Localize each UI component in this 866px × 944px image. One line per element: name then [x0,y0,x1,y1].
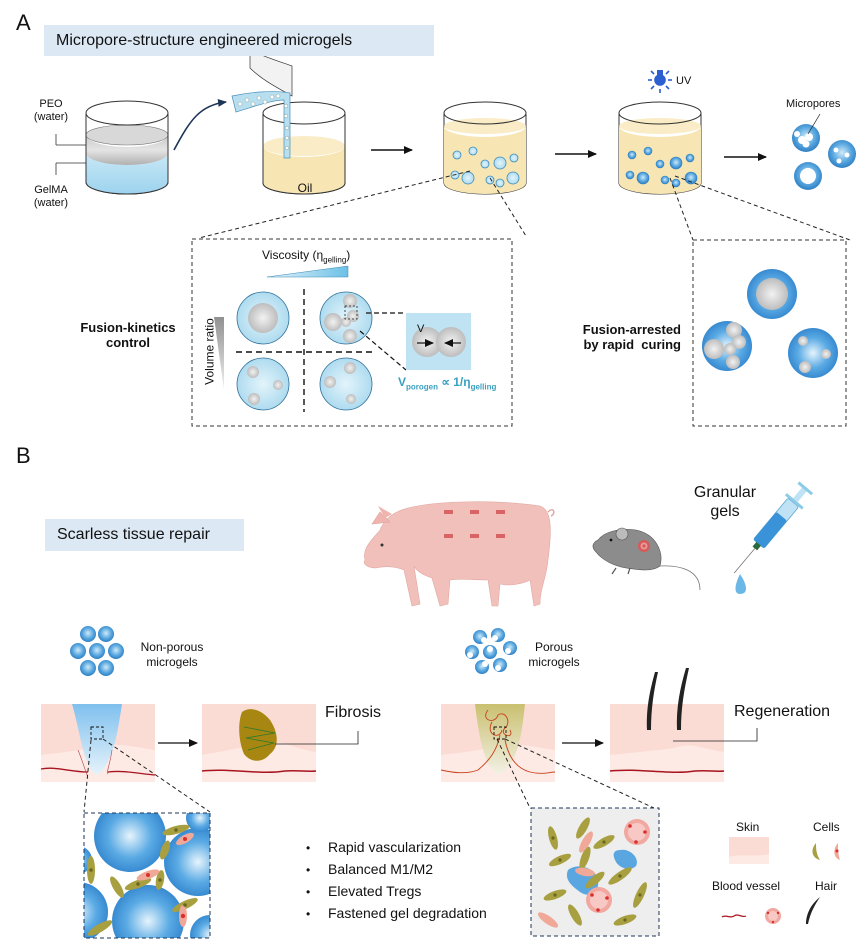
granular-gels-label: Granular gels [680,483,770,521]
beaker-droplets [443,101,527,195]
nonporous-cluster-icon [70,626,124,676]
panel-b-banner: Scarless tissue repair [45,519,244,551]
outcome-item: Elevated Tregs [306,881,487,903]
viscosity-close: ) [346,248,351,262]
fibrosis-label: Fibrosis [325,704,382,721]
gelma-label-line1: GelMA [34,184,68,196]
viscosity-label: Viscosity (ηgelling) [262,249,350,266]
viscosity-text: Viscosity (η [262,248,324,262]
legend-graphics [721,837,840,924]
outcomes-list: Rapid vascularization Balanced M1/M2 Ele… [306,837,487,925]
panel-b-label: B [16,443,31,468]
gelma-label-line2: (water) [33,197,69,209]
uv-label: UV [676,75,692,87]
legend-blood-vessel-label: Blood vessel [712,879,781,893]
quadrant-droplets [236,291,373,411]
micropores-label: Micropores [786,98,841,110]
skin-regeneration [609,668,725,782]
formula-mid: ∝ 1/η [438,375,471,389]
viscosity-wedge [266,265,349,278]
fusion-arrested-line1: Fusion-arrested [582,322,681,337]
fusion-inset [406,313,471,370]
syringe-icon [733,481,814,594]
skin-porous-injected [440,704,556,782]
regeneration-label: Regeneration [734,703,831,720]
porous-zoom-box [530,807,660,937]
panel-b-title: Scarless tissue repair [57,526,210,543]
zoom-lines-left [198,170,851,241]
inset-velocity-label: V [417,323,425,335]
outcome-item: Rapid vascularization [306,837,487,859]
porous-cluster-icon [465,628,517,674]
formula-v-sub: porogen [406,382,439,392]
porogen-formula: Vporogen ∝ 1/ηgelling [398,375,496,391]
volume-ratio-label: Volume ratio [202,318,217,385]
fusion-arrested-label: Fusion-arrested by rapid curing [565,322,681,352]
gelma-label: GelMA (water) [28,184,74,210]
nonporous-zoom-box [83,812,211,939]
volume-ratio-wedge [214,317,224,390]
porous-line2: microgels [528,655,580,669]
oil-label: Oil [297,181,313,195]
panel-a-banner: Micropore-structure engineered microgels [44,25,434,56]
peo-label-line2: (water) [33,111,69,123]
zoom-lines-b [83,738,655,813]
beaker-oil [262,101,346,195]
panel-a-label: A [16,10,31,35]
legend-skin-label: Skin [736,820,760,834]
pig-illustration [363,501,555,607]
fusion-kinetics-line1: Fusion-kinetics [80,320,176,335]
granular-line2: gels [710,503,740,520]
fusion-kinetics-line2: control [105,335,151,350]
mouse-illustration [592,527,701,591]
fusion-kinetics-label: Fusion-kinetics control [72,320,184,350]
fusion-kinetics-box [191,238,513,427]
nonporous-label: Non-porous microgels [132,640,212,670]
uv-lamp-icon [648,70,672,93]
pouring-beaker [231,49,293,159]
formula-v: V [398,375,407,389]
granular-line1: Granular [693,484,757,501]
legend-cells-label: Cells [813,820,840,834]
regeneration-leader [673,728,758,742]
peo-label: PEO (water) [28,98,74,124]
skin-fibrosis [201,704,317,782]
fibrosis-leader [275,731,359,745]
porous-line1: Porous [534,640,574,654]
formula-eta-sub: gelling [470,382,497,392]
viscosity-sub: gelling [323,255,347,265]
pour-arrow [173,98,227,151]
nonporous-line2: microgels [146,655,198,669]
nonporous-line1: Non-porous [140,640,204,654]
cured-microgels [702,269,838,378]
outcome-item: Balanced M1/M2 [306,859,487,881]
legend-hair-label: Hair [815,879,838,893]
fusion-arrested-box [692,239,847,427]
porous-microgels-result [792,113,856,190]
outcome-item: Fastened gel degradation [306,903,487,925]
panel-a-title: Micropore-structure engineered microgels [56,31,353,49]
skin-nonporous-injected [40,704,156,782]
peo-label-line1: PEO [39,98,63,110]
fusion-arrested-line2: by rapid curing [583,337,681,352]
beaker-cured [618,101,702,195]
porous-label: Porous microgels [524,640,584,670]
beaker-peo-gelma [55,100,169,195]
